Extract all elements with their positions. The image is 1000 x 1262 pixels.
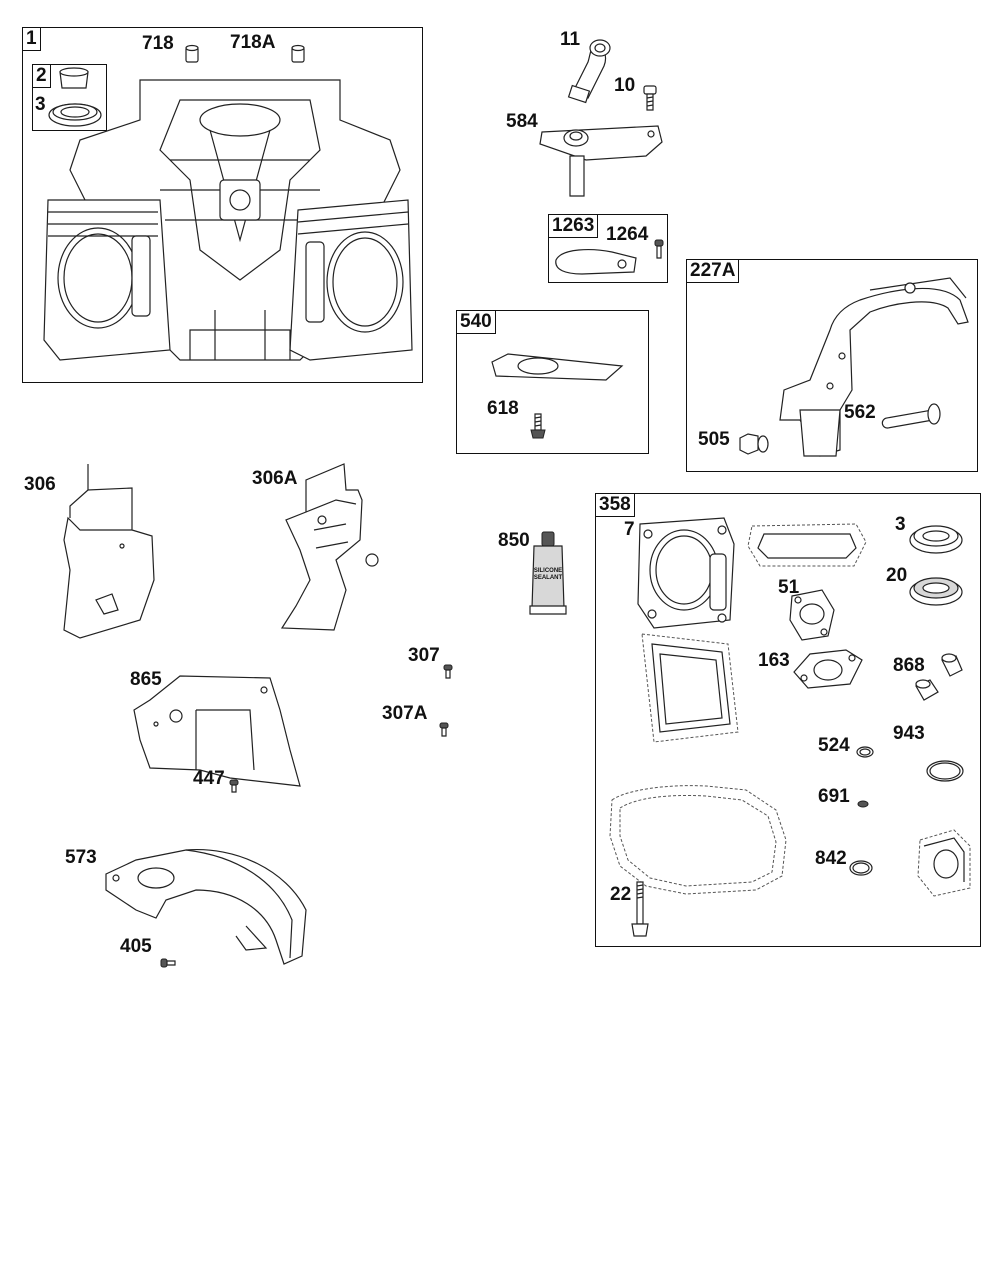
gasket-51-drawing — [786, 586, 838, 642]
screw-405-drawing — [160, 956, 176, 970]
bracket-227a-drawing — [770, 270, 975, 470]
group-box-540 — [456, 310, 649, 454]
cylinder-block-drawing — [40, 60, 420, 370]
plate-1263-drawing — [552, 244, 642, 278]
label-573: 573 — [65, 847, 97, 868]
head-gasket-drawing — [634, 514, 738, 630]
label-20: 20 — [886, 565, 908, 586]
seal-3-kit-drawing — [906, 520, 966, 556]
o-ring-691-drawing — [855, 798, 871, 810]
label-562: 562 — [844, 402, 876, 423]
label-447: 447 — [193, 768, 225, 789]
sealant-tube-text: SILICONE SEALANT — [533, 568, 563, 581]
baffle-306-drawing — [60, 464, 160, 640]
sealant-tube-drawing — [528, 530, 568, 616]
label-850: 850 — [498, 530, 530, 551]
label-524: 524 — [818, 735, 850, 756]
pin-562-drawing — [880, 400, 944, 430]
exhaust-gasket-drawing — [914, 826, 974, 900]
label-3-kit: 3 — [895, 514, 906, 535]
seal-20-drawing — [906, 572, 966, 608]
label-22: 22 — [610, 884, 632, 905]
oil-seal-drawing — [46, 100, 104, 128]
label-584: 584 — [506, 111, 538, 132]
o-ring-524-drawing — [854, 744, 876, 760]
crankcase-gasket-drawing — [606, 780, 792, 900]
valve-cover-gasket-drawing — [638, 628, 742, 748]
group-tag-2: 2 — [32, 64, 51, 88]
o-ring-842-drawing — [846, 858, 876, 878]
dowel-pin-718a-drawing — [288, 44, 308, 64]
screw-307-drawing — [442, 664, 454, 680]
label-306a: 306A — [252, 468, 298, 489]
label-7: 7 — [624, 519, 635, 540]
screw-1264-drawing — [652, 238, 666, 260]
nut-505-drawing — [736, 430, 770, 460]
label-618: 618 — [487, 398, 519, 419]
dowel-868-drawing — [906, 652, 966, 704]
label-306: 306 — [24, 474, 56, 495]
bolt-10-drawing — [640, 84, 660, 112]
label-718: 718 — [142, 33, 174, 54]
gasket-163-drawing — [790, 644, 866, 692]
o-ring-943-drawing — [924, 758, 966, 784]
label-3-top: 3 — [35, 94, 46, 115]
group-tag-1: 1 — [22, 27, 41, 51]
label-505: 505 — [698, 429, 730, 450]
shield-865-drawing — [130, 670, 310, 790]
group-box-358 — [595, 493, 981, 947]
breather-plate-drawing — [536, 120, 666, 200]
label-307: 307 — [408, 645, 440, 666]
bolt-618-drawing — [528, 412, 548, 440]
baffle-306a-drawing — [276, 460, 386, 636]
gasket-540-drawing — [486, 348, 626, 384]
screw-307a-drawing — [438, 722, 450, 738]
screw-447-drawing — [228, 778, 242, 794]
group-box-227a — [686, 259, 978, 472]
group-box-1263 — [548, 214, 668, 283]
label-718a: 718A — [230, 32, 276, 53]
label-51: 51 — [778, 577, 800, 598]
bolt-22-drawing — [630, 880, 650, 938]
label-11: 11 — [560, 29, 581, 50]
label-842: 842 — [815, 848, 847, 869]
shroud-573-drawing — [96, 840, 310, 980]
group-tag-358: 358 — [595, 493, 635, 517]
label-943: 943 — [893, 723, 925, 744]
label-691: 691 — [818, 786, 850, 807]
label-163: 163 — [758, 650, 790, 671]
group-tag-227a: 227A — [686, 259, 740, 283]
elbow-tube-drawing — [562, 36, 622, 106]
bushing-drawing — [54, 66, 94, 92]
group-box-2 — [32, 64, 107, 131]
group-box-1 — [22, 27, 423, 383]
group-tag-1263: 1263 — [548, 214, 599, 238]
label-10: 10 — [614, 75, 636, 96]
label-865: 865 — [130, 669, 162, 690]
label-1264: 1264 — [606, 224, 649, 245]
intake-gasket-drawing — [746, 518, 870, 574]
label-868: 868 — [893, 655, 925, 676]
label-307a: 307A — [382, 703, 428, 724]
dowel-pin-718-drawing — [182, 44, 202, 64]
label-405: 405 — [120, 936, 152, 957]
group-tag-540: 540 — [456, 310, 496, 334]
